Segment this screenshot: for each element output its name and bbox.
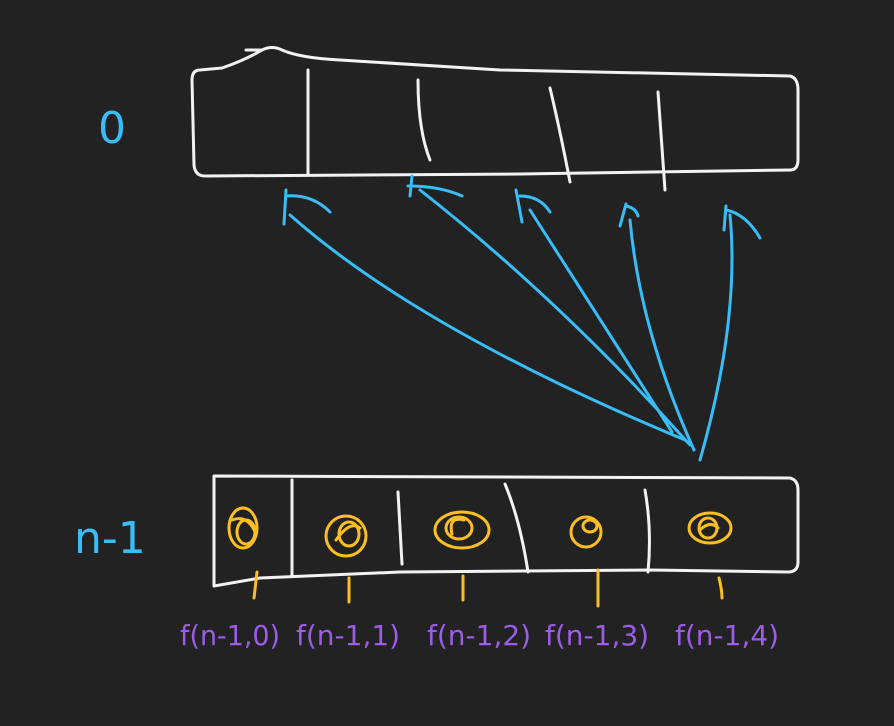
- top-array-divider-4: [656, 90, 667, 192]
- cell-value-circle-2: [433, 510, 491, 550]
- cell-label-2: f(n-1,2): [427, 619, 531, 652]
- cell-values: [227, 506, 733, 558]
- arrow-to-top-cell-4: [698, 204, 762, 462]
- bottom-array-divider-2: [396, 490, 404, 566]
- bottom-array: [212, 474, 800, 588]
- top-array-divider-2: [416, 78, 432, 162]
- transition-arrows: [282, 174, 762, 462]
- arrow-to-top-cell-1: [406, 174, 692, 447]
- arrow-to-top-cell-0: [282, 188, 687, 442]
- cell-label-0: f(n-1,0): [180, 619, 280, 652]
- bottom-array-outline: [212, 474, 800, 588]
- cell-value-circle-1: [324, 514, 368, 558]
- cell-value-circle-4: [687, 511, 733, 545]
- top-row-label: 0: [98, 103, 126, 154]
- arrow-to-top-cell-2: [514, 188, 674, 434]
- cell-label-4: f(n-1,4): [675, 619, 779, 652]
- bottom-row-label: n-1: [74, 513, 146, 564]
- cell-label-1: f(n-1,1): [296, 619, 400, 652]
- arrow-to-top-cell-3: [618, 202, 696, 452]
- cell-tick-0: [252, 570, 259, 600]
- top-array: [190, 46, 800, 192]
- cell-value-circle-0: [227, 506, 259, 550]
- cell-value-circle-3: [569, 515, 603, 549]
- bottom-array-divider-3: [503, 482, 530, 574]
- cell-label-3: f(n-1,3): [545, 619, 649, 652]
- cell-ticks: [252, 568, 724, 608]
- top-array-divider-3: [548, 86, 572, 184]
- bottom-array-divider-4: [643, 488, 651, 574]
- top-array-outline: [190, 46, 800, 178]
- cell-labels: f(n-1,0) f(n-1,1) f(n-1,2) f(n-1,3) f(n-…: [180, 619, 779, 652]
- cell-tick-4: [717, 576, 724, 600]
